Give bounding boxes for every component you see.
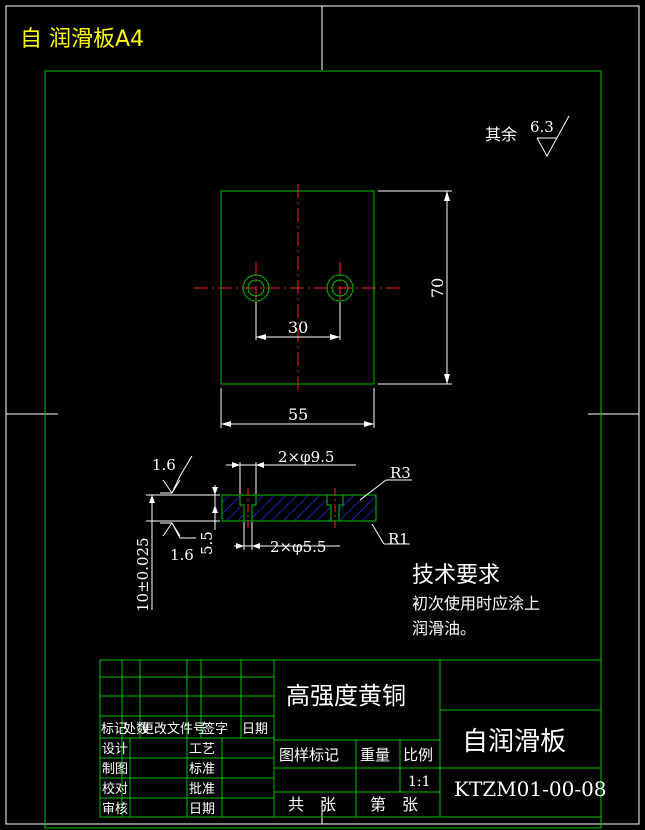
roughness-top-value: 1.6: [152, 456, 176, 474]
centerlines: [194, 184, 404, 392]
hole-right: [326, 274, 354, 302]
tech-title: 技术要求: [412, 563, 500, 588]
total-sheets: 共 张: [288, 795, 336, 814]
hole-label: 2×φ5.5: [270, 538, 326, 556]
roughness-bottom-value: 1.6: [170, 546, 194, 564]
title-block-grid: [99, 659, 602, 818]
hdr-doc: 更改文件号: [141, 722, 206, 737]
role-check: 校对: [102, 781, 128, 797]
scale-value: 1:1: [408, 774, 431, 790]
section-centerlines: [247, 488, 336, 528]
section-dimension-lines: [146, 455, 412, 610]
dimension-lines: [220, 190, 452, 428]
hdr-sign: 签字: [202, 721, 228, 737]
col-weight: 重量: [360, 746, 390, 764]
role-review: 审核: [102, 802, 128, 817]
role-design: 设计: [102, 742, 128, 757]
dim-height-70: 70: [428, 278, 447, 298]
drawing-number-text: KTZM01-00-08: [454, 777, 607, 801]
inner-border: [44, 70, 602, 829]
material-text: 高强度黄铜: [286, 682, 406, 710]
header-title: 自 润滑板A4: [20, 27, 144, 52]
hdr-count: 处数: [123, 722, 149, 737]
part-name-text: 自润滑板: [462, 727, 566, 757]
section-arrows: [149, 462, 264, 549]
roughness-value: 6.3: [530, 118, 554, 136]
hdr-date: 日期: [242, 722, 268, 737]
role-draw: 制图: [102, 762, 128, 777]
role-standard: 标准: [189, 762, 215, 777]
hdr-mark: 标记: [101, 722, 127, 737]
tech-line2: 润滑油。: [412, 619, 476, 638]
roughness-note: 其余 6.3: [485, 115, 570, 158]
radius-bottom-label: R1: [388, 530, 409, 548]
dim-depth-label: 5.5: [198, 531, 216, 555]
title-block: 高强度黄铜 自润滑板 KTZM01-00-08 标记 处数 更改文件号 签字 日…: [99, 659, 607, 818]
roughness-symbol: [536, 115, 570, 158]
counterbore-label: 2×φ9.5: [278, 448, 334, 466]
top-view: 55 30 70: [194, 184, 452, 428]
sheet-number: 第 张: [370, 795, 418, 814]
role-date: 日期: [189, 802, 215, 817]
col-scale: 比例: [403, 746, 433, 764]
section-view: 1.6 1.6 2×φ9.5 2×φ5.5 R3 R1 5.5 10±0.025: [134, 448, 412, 612]
hole-left: [242, 274, 270, 302]
tech-line1: 初次使用时应涂上: [412, 594, 540, 613]
dim-spacing-30: 30: [288, 318, 308, 337]
dimension-arrows: [221, 191, 450, 427]
tech-requirements: 技术要求 初次使用时应涂上 润滑油。: [412, 563, 540, 638]
radius-top-label: R3: [390, 464, 411, 482]
col-mark: 图样标记: [279, 746, 339, 764]
role-approve: 批准: [189, 782, 215, 797]
drawing-frame: [5, 5, 640, 825]
dim-width-55: 55: [288, 405, 308, 424]
roughness-label: 其余: [485, 125, 517, 144]
dim-thickness-label: 10±0.025: [134, 537, 152, 612]
role-process: 工艺: [189, 742, 215, 757]
